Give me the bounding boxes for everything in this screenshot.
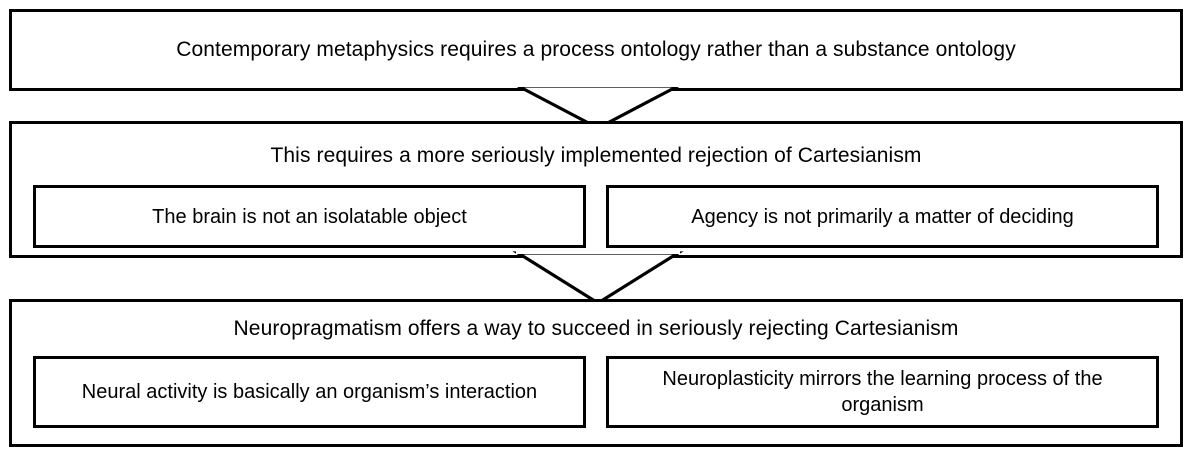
tier-1-heading: Contemporary metaphysics requires a proc… (176, 38, 1016, 61)
tier-2-subbox-row: The brain is not an isolatable object Ag… (12, 185, 1180, 248)
tier-box-1: Contemporary metaphysics requires a proc… (9, 9, 1183, 91)
tier-3-subbox-left: Neural activity is basically an organism… (33, 356, 586, 428)
tier-2-subbox-left: The brain is not an isolatable object (33, 185, 586, 248)
connector-arrow-1 (516, 84, 680, 130)
arrow-top-mask (516, 251, 680, 254)
down-arrow-icon (512, 251, 684, 305)
tier-2-heading: This requires a more seriously implement… (270, 144, 922, 167)
tier-3-heading: Neuropragmatism offers a way to succeed … (233, 317, 959, 340)
tier-3-subbox-right: Neuroplasticity mirrors the learning pro… (606, 356, 1159, 428)
tier-box-2: This requires a more seriously implement… (9, 121, 1183, 258)
tier-box-3: Neuropragmatism offers a way to succeed … (9, 299, 1183, 447)
arrow-top-mask (516, 84, 680, 87)
connector-arrow-2 (512, 251, 684, 305)
tier-2-subbox-right: Agency is not primarily a matter of deci… (606, 185, 1159, 248)
tier-3-subbox-row: Neural activity is basically an organism… (12, 356, 1180, 428)
